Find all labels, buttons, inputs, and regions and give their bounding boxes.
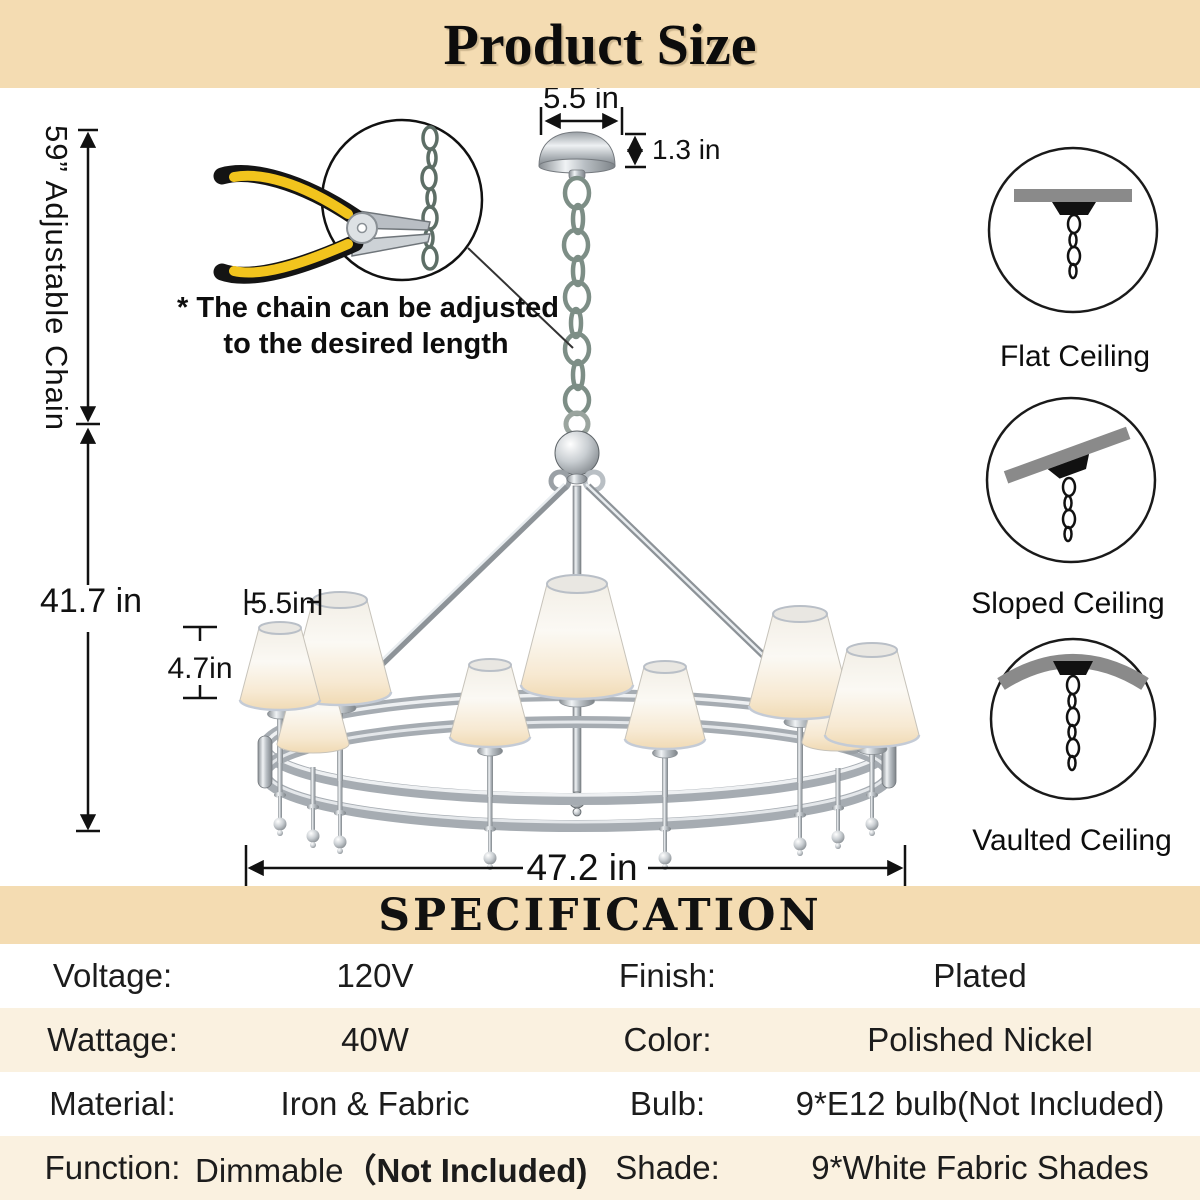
material-label: Material: bbox=[49, 1085, 176, 1122]
chain-detail-icon bbox=[420, 125, 439, 271]
voltage-label: Voltage: bbox=[52, 957, 173, 994]
dimension-annotations bbox=[76, 107, 907, 887]
wattage-label: Wattage: bbox=[47, 1021, 178, 1058]
finish-label: Finish: bbox=[618, 957, 717, 994]
spec-row-material: Material: Iron & Fabric Bulb: 9*E12 bulb… bbox=[0, 1072, 1200, 1136]
spec-row-voltage: Voltage: 120V Finish: Plated bbox=[0, 944, 1200, 1008]
shade-value: 9*White Fabric Shades bbox=[811, 1149, 1149, 1186]
note-line-2: to the desired length bbox=[223, 328, 508, 360]
specification-title: SPECIFICATION bbox=[378, 889, 822, 941]
flat-ceiling-label: Flat Ceiling bbox=[1000, 340, 1150, 373]
note-line-1: * The chain can be adjusted bbox=[177, 292, 559, 324]
overall-height-label: 41.7 in bbox=[40, 582, 142, 620]
specification-banner: SPECIFICATION bbox=[0, 886, 1200, 944]
function-value: Dimmable（Not Included) bbox=[195, 1144, 587, 1192]
chain-adjust-note: * The chain can be adjusted to the desir… bbox=[177, 118, 574, 360]
shade-width-label: 5.5in bbox=[250, 587, 315, 620]
chandelier-illustration bbox=[238, 131, 921, 870]
chain-length-label: 59” Adjustable Chain bbox=[39, 125, 74, 431]
spec-row-wattage: Wattage: 40W Color: Polished Nickel bbox=[0, 1008, 1200, 1072]
sloped-ceiling-label: Sloped Ceiling bbox=[971, 587, 1164, 620]
dimension-labels: 5.5 in 1.3 in 59” Adjustable Chain 41.7 … bbox=[39, 80, 721, 888]
function-value-bold: （Not Included) bbox=[343, 1152, 588, 1189]
page-title: Product Size bbox=[443, 11, 757, 77]
pliers-icon bbox=[213, 165, 431, 284]
canopy bbox=[538, 131, 616, 180]
vaulted-ceiling-diagram: Vaulted Ceiling bbox=[972, 637, 1172, 857]
color-value: Polished Nickel bbox=[867, 1021, 1093, 1058]
voltage-value: 120V bbox=[336, 957, 414, 994]
fabric-shades bbox=[238, 574, 921, 754]
center-ball bbox=[548, 430, 606, 493]
hanging-chain bbox=[561, 175, 592, 438]
bulb-label: Bulb: bbox=[629, 1085, 706, 1122]
ceiling-options: Flat Ceiling Sloped Ceiling Vaulted bbox=[971, 146, 1172, 857]
sloped-ceiling-diagram: Sloped Ceiling bbox=[971, 396, 1165, 620]
shade-height-label: 4.7in bbox=[167, 652, 232, 685]
finish-value: Plated bbox=[933, 957, 1027, 994]
specification-table: Voltage: 120V Finish: Plated Wattage: 40… bbox=[0, 944, 1200, 1200]
material-value: Iron & Fabric bbox=[280, 1085, 470, 1122]
function-value-main: Dimmable bbox=[195, 1152, 344, 1189]
ring-finials bbox=[273, 755, 879, 870]
overall-width-label: 47.2 in bbox=[526, 847, 637, 888]
canopy-height-label: 1.3 in bbox=[652, 134, 721, 165]
flat-ceiling-diagram: Flat Ceiling bbox=[987, 146, 1159, 373]
vaulted-ceiling-label: Vaulted Ceiling bbox=[972, 824, 1172, 857]
bulb-value: 9*E12 bulb(Not Included) bbox=[795, 1085, 1165, 1122]
color-label: Color: bbox=[623, 1021, 712, 1058]
wattage-value: 40W bbox=[341, 1021, 409, 1058]
function-label: Function: bbox=[44, 1149, 181, 1186]
callout-line bbox=[467, 247, 574, 349]
spec-row-function: Function: Dimmable（Not Included) Shade: … bbox=[0, 1136, 1200, 1200]
product-size-banner: Product Size bbox=[0, 0, 1200, 88]
shade-label: Shade: bbox=[615, 1149, 720, 1186]
